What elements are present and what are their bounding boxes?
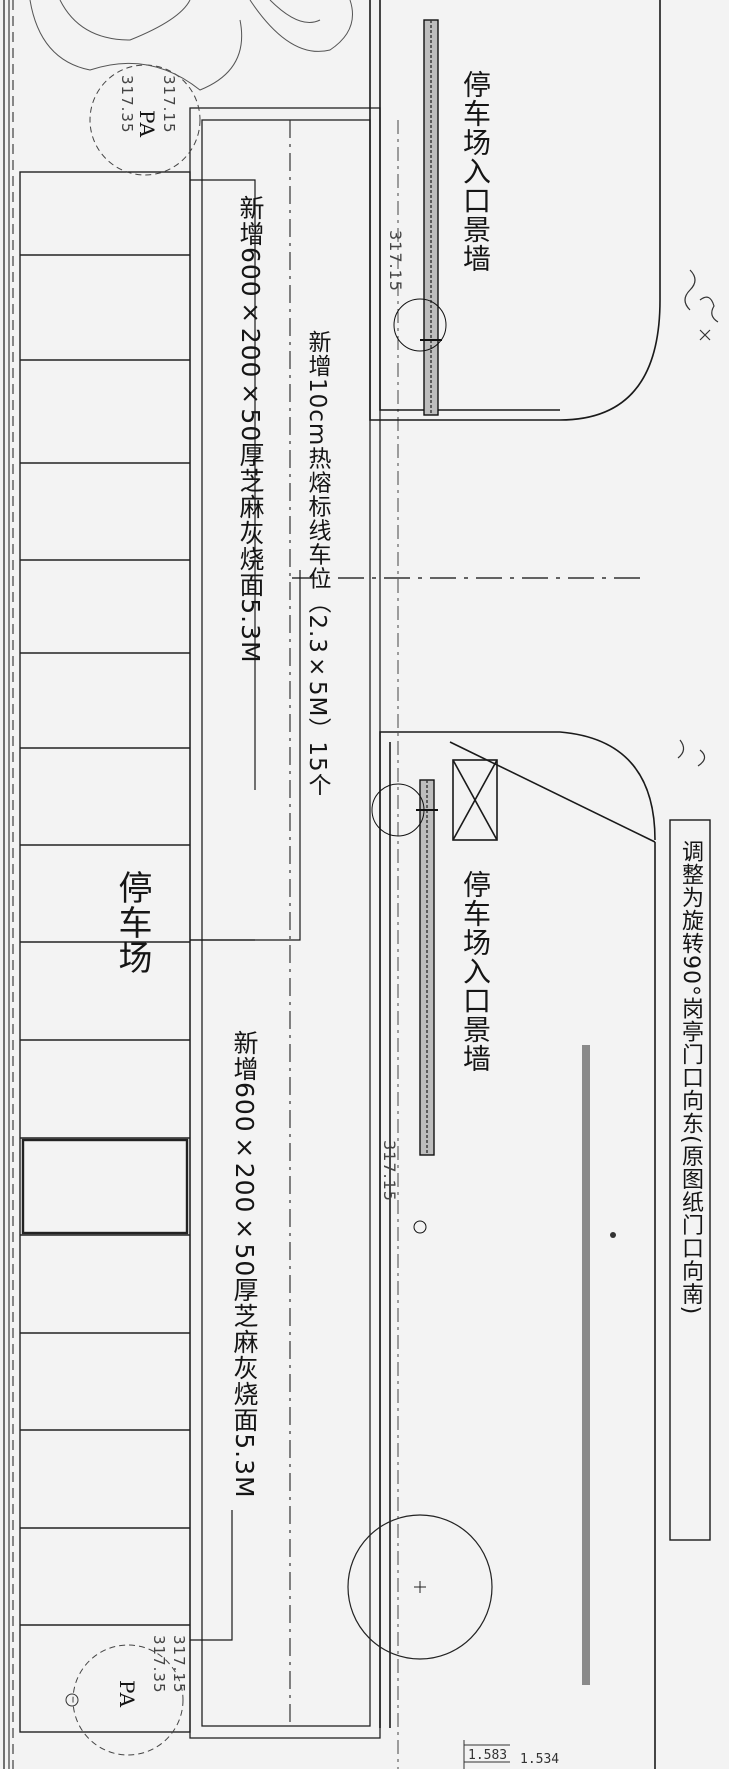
bottom-number-2: 1.534 xyxy=(520,1752,560,1767)
pa-circle-bottom xyxy=(72,1644,184,1756)
label-parking-lot: 停车场 xyxy=(112,870,152,975)
label-paving-bottom: 新增600×200×50厚芝麻灰烧面5.3M xyxy=(230,1030,259,1499)
pa-elev-bottom-2: 317.15 xyxy=(170,1635,188,1694)
tree-circle-bottom xyxy=(347,1514,493,1660)
note-box xyxy=(669,819,711,1541)
site-boundary-lines xyxy=(3,0,14,1769)
bottom-dimension xyxy=(463,1740,510,1769)
pa-elev-top-1: 317.35 xyxy=(118,75,136,134)
label-marking-line: 新增10cm热熔标线车位（2.3×5M）15个 xyxy=(304,330,330,797)
pa-elev-top-2: 317.15 xyxy=(160,75,178,134)
label-wall-upper: 停车场入口景墙 xyxy=(459,70,492,273)
elev-mid: 317.15 xyxy=(380,1140,399,1202)
parking-stalls xyxy=(19,171,191,1733)
label-note: 调整为旋转90°岗亭门口向东(原图纸门口向南) xyxy=(678,840,703,1316)
grey-bar xyxy=(582,1045,590,1685)
leader-lines xyxy=(190,179,301,1641)
upper-entrance xyxy=(369,0,661,421)
handwriting-scribbles xyxy=(677,269,719,767)
label-paving-top: 新增600×200×50厚芝麻灰烧面5.3M xyxy=(236,195,265,664)
elev-upper: 317.15 xyxy=(386,230,405,292)
tree-sketch-top xyxy=(29,0,353,91)
lower-entrance xyxy=(379,731,656,1769)
pa-circle-top xyxy=(89,64,201,176)
upper-landscape-wall xyxy=(393,19,447,416)
bottom-number-1: 1.583 xyxy=(468,1748,508,1763)
lower-landscape-wall xyxy=(371,779,438,1234)
pa-label-top: PA xyxy=(135,110,159,139)
pa-elev-bottom-1: 317.35 xyxy=(150,1635,168,1694)
guard-booth xyxy=(452,759,498,841)
label-wall-lower: 停车场入口景墙 xyxy=(459,870,492,1073)
pa-label-bottom: PA xyxy=(115,1680,139,1709)
